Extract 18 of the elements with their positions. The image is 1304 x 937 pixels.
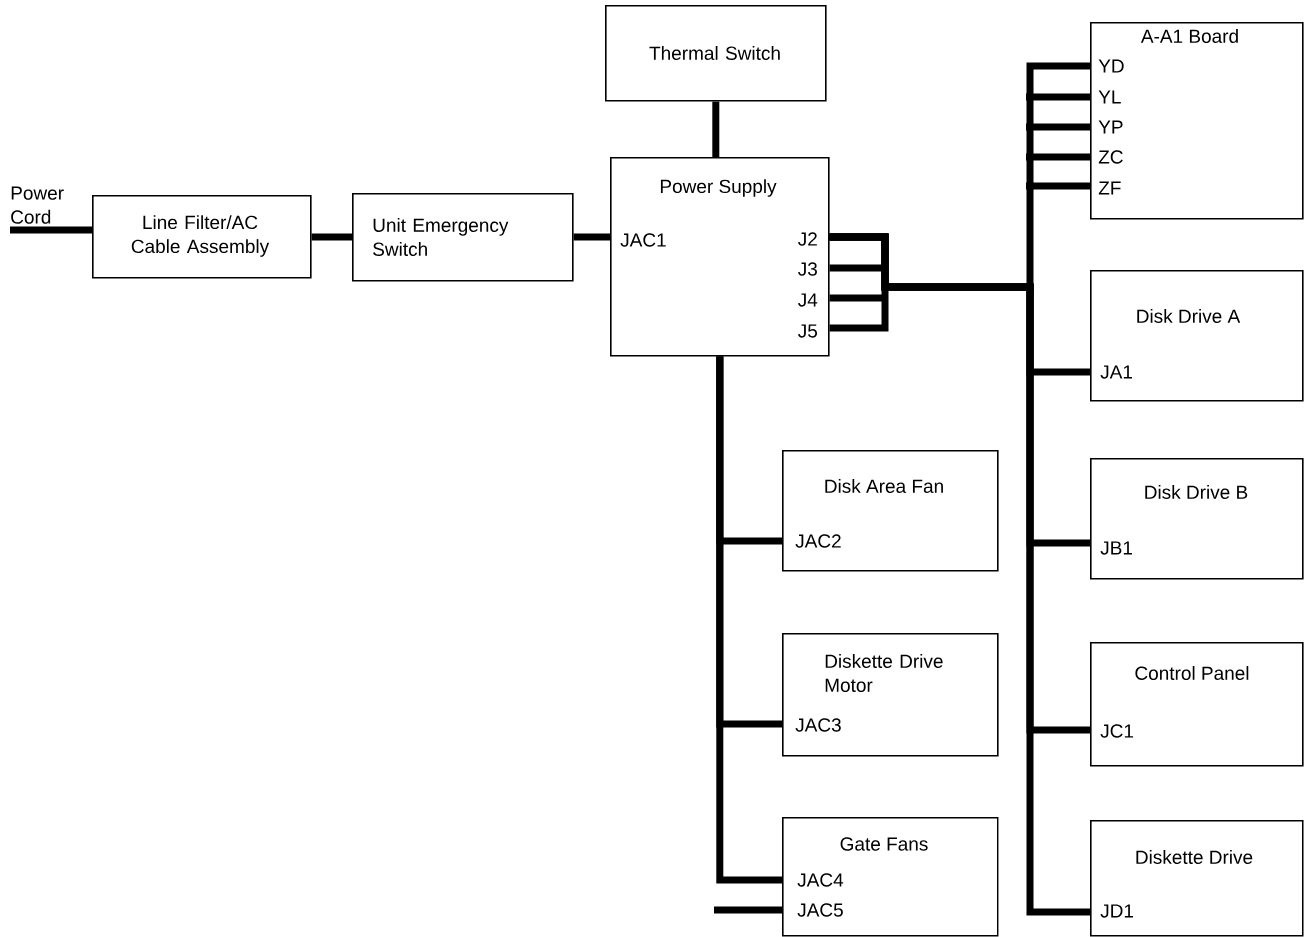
block-box: Power Supply JAC1 J2 J3 J4 J5 bbox=[610, 157, 830, 357]
block-box: Diskette Drive Motor JAC3 bbox=[782, 633, 999, 757]
block-box: Diskette Drive JD1 bbox=[1090, 820, 1304, 937]
block-box: Thermal Switch bbox=[605, 5, 827, 102]
wire bbox=[829, 233, 1090, 916]
wire-label: Power Cord bbox=[11, 186, 64, 224]
block-box: A-A1 Board YD YL YP ZC ZF bbox=[1090, 22, 1304, 220]
block-box: Disk Drive A JA1 bbox=[1090, 270, 1304, 402]
wire bbox=[311, 233, 352, 241]
block-box: Disk Area Fan JAC2 bbox=[782, 450, 999, 572]
wire bbox=[573, 233, 610, 241]
block-box: Control Panel JC1 bbox=[1090, 642, 1304, 767]
block-box: Gate Fans JAC4 JAC5 bbox=[782, 817, 999, 937]
wire bbox=[716, 356, 782, 884]
block-box: Disk Drive B JB1 bbox=[1090, 458, 1304, 580]
block-box: Line Filter/AC Cable Assembly bbox=[92, 195, 312, 279]
block-box: Unit Emergency Switch bbox=[352, 193, 574, 282]
wire bbox=[712, 101, 720, 157]
